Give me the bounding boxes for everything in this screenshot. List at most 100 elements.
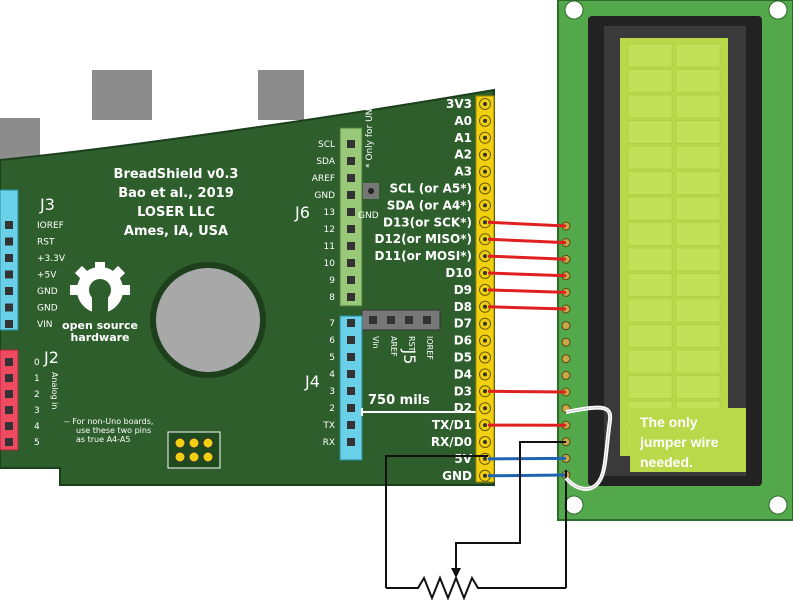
icsp-pin (174, 451, 186, 463)
socket (347, 370, 355, 378)
socket (5, 237, 13, 246)
j4-pin-label: RX (323, 438, 335, 448)
lcd-cell (675, 69, 721, 93)
socket (347, 157, 355, 165)
j5-pin-label: AREF (389, 336, 398, 357)
socket (5, 422, 13, 430)
j6-header (339, 127, 363, 307)
red-wire (487, 220, 567, 228)
header-pin-label: 3V3 (446, 97, 472, 111)
jumper-wire-outline (564, 405, 613, 491)
socket (5, 374, 13, 382)
red-wire (487, 254, 567, 261)
socket (347, 276, 355, 284)
callout-line2: jumper wire (639, 434, 719, 450)
red-wire (487, 305, 567, 311)
header-pin-label: A2 (454, 148, 472, 162)
icsp-pin (188, 437, 200, 449)
lcd-pin (561, 354, 571, 364)
header-pin-label: A1 (454, 131, 472, 145)
j4-pin-label: 2 (329, 404, 335, 414)
socket (5, 438, 13, 446)
board-title: BreadShield v0.3 (114, 167, 239, 182)
callout-line3: needed. (640, 454, 693, 470)
j3-pin-label: +3.3V (37, 254, 66, 264)
icsp-pins (174, 437, 214, 463)
j3-pin-label: GND (37, 287, 58, 297)
socket (347, 421, 355, 429)
lcd-cell (627, 145, 673, 170)
j6-pin-label: 9 (329, 276, 335, 286)
header-pin-label: D4 (454, 367, 472, 381)
j2-pin-label: 3 (34, 406, 40, 416)
lcd-cell (627, 222, 673, 246)
j6-note: * Only for UNO (365, 102, 375, 168)
j2-sockets (5, 358, 13, 446)
lcd-cell (627, 120, 673, 144)
j3-pin-label: VIN (37, 320, 53, 330)
socket (347, 208, 355, 216)
lcd-cell (675, 145, 721, 170)
lcd-cell (675, 273, 721, 297)
socket (347, 336, 355, 344)
j5-pin-label: Vin (371, 336, 380, 349)
socket (369, 316, 377, 324)
header-pin-label: D11(or MOSI*) (375, 249, 473, 263)
j6-pin-label: 11 (324, 242, 335, 252)
lcd-cell (627, 324, 673, 348)
socket (347, 259, 355, 267)
j3-pin-label: RST (37, 238, 55, 248)
header-pin-label: RX/D0 (431, 435, 472, 449)
j2-pin-label: 2 (34, 390, 40, 400)
j2-pin-label: 4 (34, 422, 40, 432)
lcd-cell (627, 171, 673, 195)
lcd-mount-hole (768, 495, 788, 515)
j2-note-line3: as true A4-A5 (76, 435, 130, 444)
lcd-cell (627, 298, 673, 323)
j2-pin-label: 0 (34, 358, 40, 368)
socket (347, 353, 355, 361)
j5-sockets (369, 316, 431, 324)
potentiometer-wiper-icon (451, 568, 461, 578)
open-source-hardware-icon (70, 262, 130, 314)
socket (5, 221, 13, 229)
lcd-cell (627, 247, 673, 272)
socket (5, 390, 13, 398)
wire-5v-to-pot (385, 455, 488, 588)
socket (347, 140, 355, 148)
j6-pin-label: AREF (312, 174, 335, 184)
socket (347, 174, 355, 182)
wire-wiper-to-lcd (455, 441, 566, 570)
icsp-pin (188, 451, 200, 463)
lcd-cell (675, 324, 721, 348)
lcd-cell (675, 120, 721, 144)
header-pin-label: D6 (454, 334, 472, 348)
j6-sockets (347, 140, 355, 301)
j3-pin-label: IOREF (37, 221, 64, 231)
socket (5, 303, 13, 312)
j2-ref: J2 (43, 348, 59, 367)
j2-header (0, 349, 19, 451)
red-wire (487, 271, 567, 278)
j2-note-line2: use these two pins (76, 426, 151, 435)
lcd-cell (627, 69, 673, 93)
power-jack (258, 70, 304, 120)
lcd-mount-hole (768, 0, 788, 20)
header-pin-label: D12(or MISO*) (375, 232, 473, 246)
lcd-cell (627, 349, 673, 374)
j3-ref: J3 (39, 195, 55, 214)
j4-pin-label: 4 (329, 370, 335, 380)
usb-connector (92, 70, 152, 120)
red-wire (487, 237, 567, 245)
lcd-cell (675, 196, 721, 221)
header-pin-label: TX/D1 (432, 418, 472, 432)
icsp-pin (202, 437, 214, 449)
socket (5, 320, 13, 328)
lcd-cell (627, 94, 673, 119)
blue-wire (487, 473, 567, 478)
header-pin-label: 5V (454, 452, 472, 466)
j6-ref: J6 (294, 203, 310, 222)
board-location: Ames, IA, USA (124, 224, 228, 239)
header-pin-label: GND (442, 469, 472, 483)
socket (347, 404, 355, 412)
